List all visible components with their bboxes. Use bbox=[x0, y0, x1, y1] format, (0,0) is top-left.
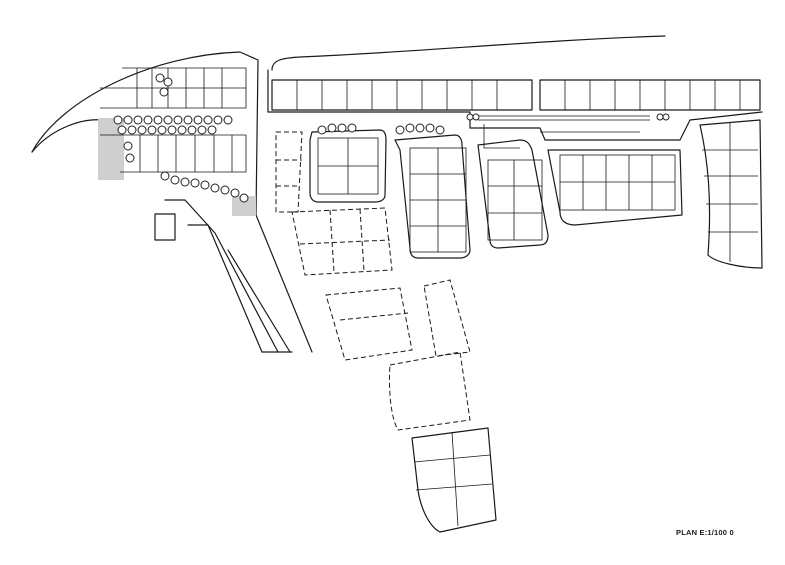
future-blocks-dashed bbox=[275, 131, 471, 431]
west-wedge bbox=[31, 51, 313, 353]
north-block-strip bbox=[267, 35, 763, 149]
east-block bbox=[699, 119, 763, 269]
west-tree-row bbox=[113, 73, 249, 203]
courtyard-trees bbox=[317, 123, 445, 135]
south-block bbox=[411, 427, 497, 533]
central-blocks bbox=[309, 123, 683, 259]
scale-label: PLAN E:1/100 0 bbox=[676, 528, 734, 537]
